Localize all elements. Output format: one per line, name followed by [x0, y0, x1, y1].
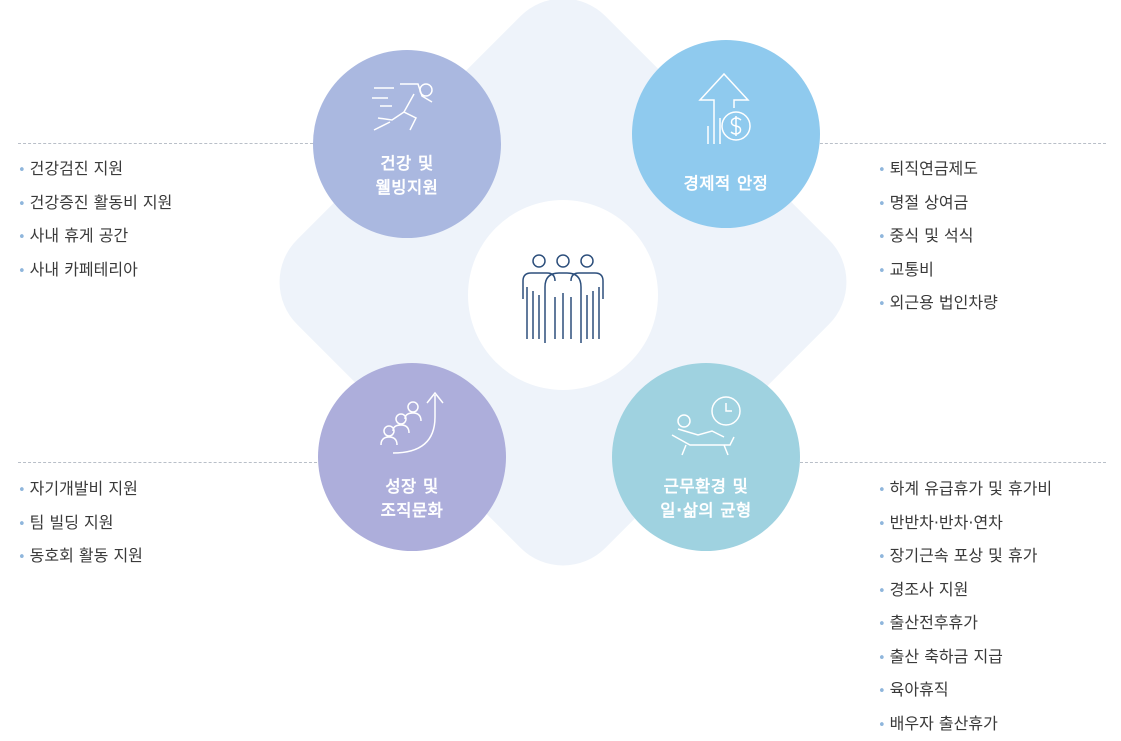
worklife-title-line-1: 근무환경 및: [612, 475, 800, 499]
arrow-up-dollar-icon: [694, 70, 758, 146]
list-item: •자기개발비 지원: [18, 473, 143, 507]
growth-benefits-list: •자기개발비 지원 •팀 빌딩 지원 •동호회 활동 지원: [18, 473, 143, 574]
health-title-line-1: 건강 및: [313, 152, 501, 176]
relaxing-clock-icon: [668, 391, 744, 457]
economy-benefits-list: •퇴직연금제도 •명절 상여금 •중식 및 석식 •교통비 •외근용 법인차량: [878, 153, 998, 321]
people-group-icon: [515, 247, 611, 343]
growth-title-line-2: 조직문화: [318, 499, 506, 523]
category-economy: 경제적 안정: [632, 40, 820, 228]
running-person-icon: [370, 74, 444, 138]
divider-growth: [18, 462, 322, 463]
list-item: •교통비: [878, 254, 998, 288]
divider-worklife: [800, 462, 1106, 463]
list-item: •육아휴직: [878, 674, 1052, 708]
list-item: •팀 빌딩 지원: [18, 507, 143, 541]
health-benefits-list: •건강검진 지원 •건강증진 활동비 지원 •사내 휴게 공간 •사내 카페테리…: [18, 153, 172, 287]
list-item: •건강증진 활동비 지원: [18, 187, 172, 221]
health-title-line-2: 웰빙지원: [313, 176, 501, 200]
category-growth: 성장 및 조직문화: [318, 363, 506, 551]
list-item: •사내 휴게 공간: [18, 220, 172, 254]
category-health: 건강 및 웰빙지원: [313, 50, 501, 238]
list-item: •하계 유급휴가 및 휴가비: [878, 473, 1052, 507]
list-item: •출산 축하금 지급: [878, 641, 1052, 675]
divider-economy: [810, 143, 1106, 144]
list-item: •출산전후휴가: [878, 607, 1052, 641]
worklife-title-line-2: 일·삶의 균형: [612, 499, 800, 523]
list-item: •장기근속 포상 및 휴가: [878, 540, 1052, 574]
growth-title-line-1: 성장 및: [318, 475, 506, 499]
list-item: •배우자 출산휴가: [878, 708, 1052, 741]
list-item: •외근용 법인차량: [878, 287, 998, 321]
list-item: •중식 및 석식: [878, 220, 998, 254]
worklife-benefits-list: •하계 유급휴가 및 휴가비 •반반차·반차·연차 •장기근속 포상 및 휴가 …: [878, 473, 1052, 741]
list-item: •사내 카페테리아: [18, 254, 172, 288]
list-item: •동호회 활동 지원: [18, 540, 143, 574]
list-item: •명절 상여금: [878, 187, 998, 221]
list-item: •퇴직연금제도: [878, 153, 998, 187]
center-circle: [468, 200, 658, 390]
list-item: •반반차·반차·연차: [878, 507, 1052, 541]
list-item: •건강검진 지원: [18, 153, 172, 187]
list-item: •경조사 지원: [878, 574, 1052, 608]
category-worklife: 근무환경 및 일·삶의 균형: [612, 363, 800, 551]
divider-health: [18, 143, 318, 144]
economy-title: 경제적 안정: [632, 172, 820, 196]
people-growth-arrow-icon: [375, 389, 449, 455]
